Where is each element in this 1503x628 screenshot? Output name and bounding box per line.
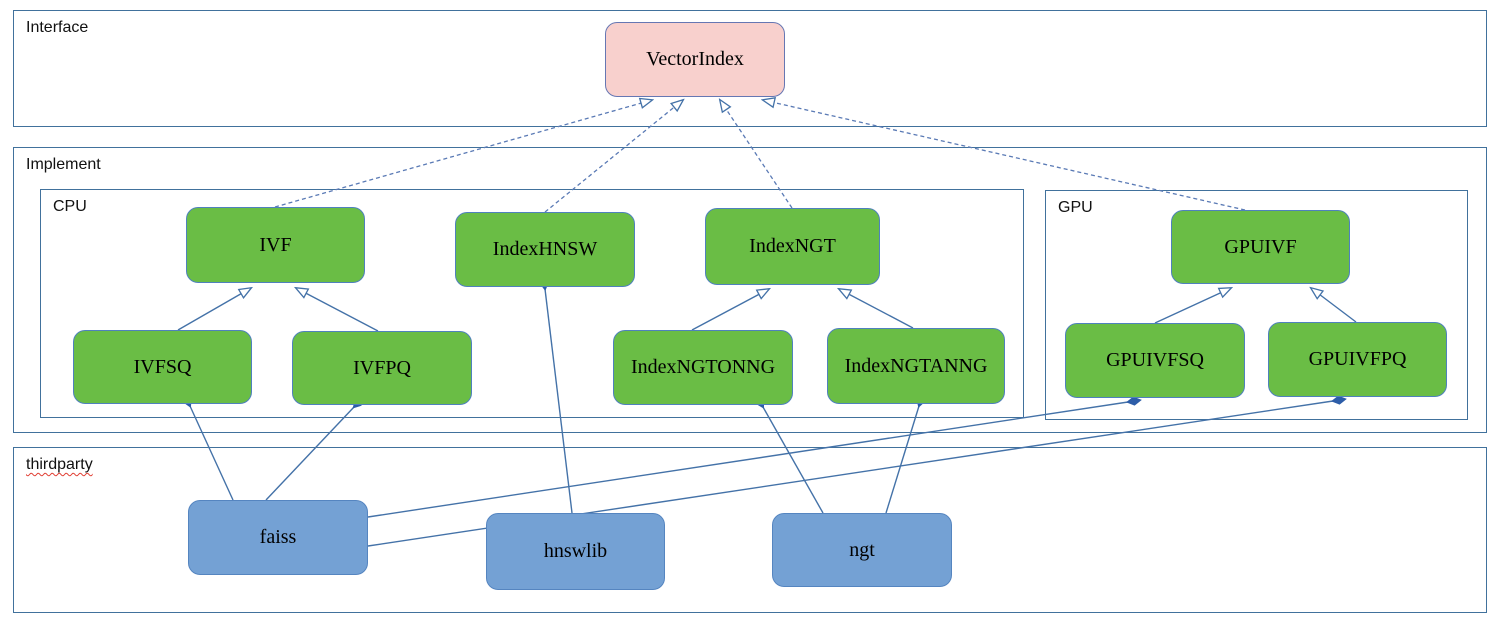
edge-ivfpq-ivf bbox=[296, 288, 379, 332]
container-gpu: GPU bbox=[1045, 190, 1468, 420]
node-gpuivfpq-label: GPUIVFPQ bbox=[1308, 348, 1407, 370]
node-indexhnsw: IndexHNSW bbox=[455, 212, 635, 287]
edge-gpuivfpq-gpuivf bbox=[1311, 288, 1357, 323]
container-thirdparty-label: thirdparty bbox=[26, 456, 93, 473]
container-thirdparty: thirdparty bbox=[13, 447, 1487, 613]
node-gpuivf-label: GPUIVF bbox=[1224, 235, 1297, 258]
node-indexngt: IndexNGT bbox=[705, 208, 880, 285]
node-indexhnsw-label: IndexHNSW bbox=[492, 238, 598, 260]
node-vectorindex-label: VectorIndex bbox=[646, 48, 744, 70]
edge-indexngt-vectorindex bbox=[720, 100, 793, 209]
edge-gpuivf-vectorindex bbox=[763, 100, 1246, 211]
node-ivf: IVF bbox=[186, 207, 365, 283]
edge-indexhnsw-vectorindex bbox=[544, 100, 683, 213]
node-indexngtanng: IndexNGTANNG bbox=[827, 328, 1005, 404]
edge-indexngtonng-indexngt bbox=[691, 289, 769, 331]
container-interface-label: Interface bbox=[26, 19, 89, 36]
container-interface: Interface bbox=[13, 10, 1487, 127]
node-vectorindex: VectorIndex bbox=[605, 22, 785, 97]
node-indexngt-label: IndexNGT bbox=[749, 235, 836, 257]
edge-faiss-ivfpq bbox=[265, 396, 364, 501]
container-implement-label: Implement bbox=[26, 156, 101, 173]
node-hnswlib-label: hnswlib bbox=[543, 540, 608, 562]
node-faiss: faiss bbox=[188, 500, 368, 575]
node-ivf-label: IVF bbox=[259, 233, 292, 256]
node-ivfsq-label: IVFSQ bbox=[133, 355, 192, 378]
node-ivfpq-label: IVFPQ bbox=[353, 356, 411, 379]
node-gpuivf: GPUIVF bbox=[1171, 210, 1350, 284]
container-implement: Implement bbox=[13, 147, 1487, 433]
node-hnswlib: hnswlib bbox=[486, 513, 665, 590]
edge-hnswlib-indexhnsw bbox=[539, 275, 573, 514]
node-ivfsq: IVFSQ bbox=[73, 330, 252, 404]
edge-ngt-indexngtanng bbox=[885, 392, 926, 514]
edge-ivf-vectorindex bbox=[274, 100, 652, 208]
node-ngt: ngt bbox=[772, 513, 952, 587]
edge-indexngtanng-indexngt bbox=[839, 289, 914, 329]
edge-faiss-ivfsq bbox=[183, 393, 234, 501]
node-indexngtonng-label: IndexNGTONNG bbox=[630, 356, 776, 378]
node-gpuivfsq: GPUIVFSQ bbox=[1065, 323, 1245, 398]
node-ivfpq: IVFPQ bbox=[292, 331, 472, 405]
node-ngt-label: ngt bbox=[849, 538, 875, 561]
edge-ivfsq-ivf bbox=[177, 288, 251, 331]
node-gpuivfsq-label: GPUIVFSQ bbox=[1106, 349, 1204, 371]
edge-ngt-indexngtonng bbox=[756, 394, 824, 514]
node-faiss-label: faiss bbox=[259, 526, 297, 548]
node-indexngtanng-label: IndexNGTANNG bbox=[844, 354, 988, 377]
container-cpu-label: CPU bbox=[53, 198, 87, 215]
edge-gpuivfsq-gpuivf bbox=[1154, 288, 1231, 324]
container-cpu: CPU bbox=[40, 189, 1024, 418]
node-gpuivfpq: GPUIVFPQ bbox=[1268, 322, 1447, 397]
container-gpu-label: GPU bbox=[1058, 199, 1093, 216]
node-indexngtonng: IndexNGTONNG bbox=[613, 330, 793, 405]
edge-faiss-gpuivfsq bbox=[367, 396, 1142, 518]
